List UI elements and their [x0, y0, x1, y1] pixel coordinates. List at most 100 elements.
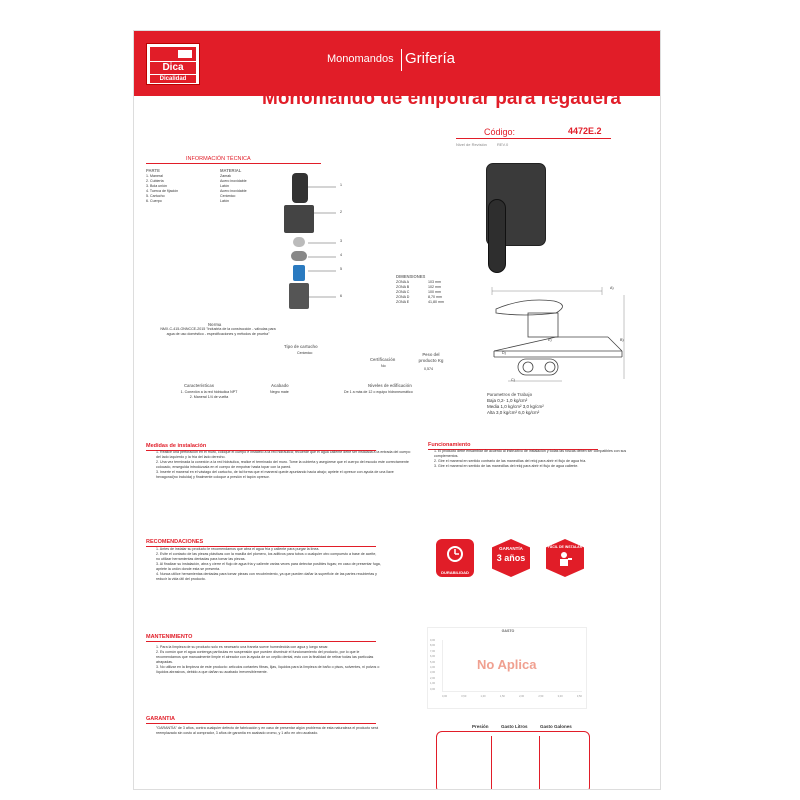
- nav-griferia[interactable]: Grifería: [405, 50, 456, 67]
- funcionamiento-item: 3. Gire el maneral en sentido de las man…: [434, 464, 579, 468]
- garantia-badge-years: 3 años: [496, 553, 526, 563]
- part-material: Acero inoxidable: [220, 179, 247, 183]
- dimension-value: 41,80 mm: [428, 300, 444, 304]
- tabla-header-galones: Gasto Galones: [540, 724, 572, 729]
- code-divider: [456, 138, 611, 139]
- caracteristica-item: 1. Conexión a la red hidráulica NPT: [180, 390, 238, 394]
- x-tick: 3,00: [557, 695, 563, 698]
- caracteristica-item: 2. Maneral 1/4 de vuelta: [189, 395, 229, 399]
- logo-sub: Dicalidad: [150, 75, 196, 83]
- mantenimiento-divider: [146, 641, 376, 642]
- y-tick: 6,00: [430, 655, 436, 659]
- garantia-badge-top: GARANTÍA: [499, 546, 523, 551]
- drawing-label-b: B): [620, 338, 624, 342]
- x-tick: 0,50: [461, 695, 467, 698]
- dimension-zone: ZONA C: [396, 290, 410, 294]
- norma-label: Norma: [208, 322, 222, 327]
- recomendaciones-divider: [146, 546, 376, 547]
- drawing-label-d: D): [502, 351, 506, 355]
- recomendacion-item: 4. Nunca utilice herramientas dentadas p…: [156, 572, 377, 581]
- gasto-table: [436, 731, 590, 789]
- facil-instalar-badge: FÁCIL DE INSTALAR: [546, 539, 584, 577]
- instalacion-divider: [146, 450, 376, 451]
- dimension-value: 8,70 mm: [428, 295, 442, 299]
- x-tick: 2,00: [519, 695, 525, 698]
- certificacion-value: No: [381, 364, 386, 368]
- funcionamiento-list: 1. El producto debe ensamblar de acuerdo…: [434, 449, 634, 469]
- x-tick: 0,00: [442, 695, 448, 698]
- callout-2: 2: [340, 210, 342, 214]
- cubierta-part: [284, 205, 314, 233]
- funcionamiento-heading: Funcionamiento: [428, 442, 471, 448]
- mantenimiento-item: 3. No utilizar en la limpieza de este pr…: [156, 665, 380, 674]
- nav-monomandos[interactable]: Monomandos: [327, 53, 394, 65]
- cartucho-part: [293, 265, 305, 281]
- callout-lines: [308, 186, 336, 298]
- spec-sheet: Dica Dicalidad Monomandos Grifería Monom…: [133, 30, 661, 790]
- callout-4: 4: [340, 253, 342, 257]
- certificacion-label: Certificación: [370, 357, 396, 362]
- part-material: Zamak: [220, 174, 231, 178]
- callout-5: 5: [340, 267, 342, 271]
- dimension-zone: ZONA A: [396, 280, 409, 284]
- x-tick: 1,00: [480, 695, 486, 698]
- table-column-divider: [539, 736, 540, 789]
- funcionamiento-item: 2. Gire el maneral en sentido contrario …: [434, 459, 587, 463]
- drawing-label-a: A): [610, 286, 614, 290]
- part-name: 3. Bola unión: [146, 184, 167, 188]
- acabado-value: Negro mate: [270, 390, 289, 394]
- instalacion-item: 3. Inserte el maneral en el vástago del …: [156, 470, 394, 479]
- dica-logo: Dica Dicalidad: [146, 43, 200, 85]
- product-lever: [488, 199, 506, 273]
- dimension-value: 103 mm: [428, 280, 441, 284]
- y-tick: 4,00: [430, 666, 436, 670]
- tabla-header-litros: Gasto Litros: [501, 724, 528, 729]
- peso-value: 0,574: [424, 367, 433, 371]
- part-column-header: PARTE: [146, 168, 160, 173]
- acabado-label: Acabado: [271, 383, 289, 388]
- materials-list: Zamak Acero inoxidable Latón Acero inoxi…: [220, 174, 247, 204]
- no-aplica-overlay: No Aplica: [477, 657, 537, 672]
- part-name: 4. Tuerca de fijación: [146, 189, 179, 193]
- dimension-zone: ZONA D: [396, 295, 410, 299]
- recomendacion-item: 1. Antes de instalar su producto le reco…: [156, 547, 320, 551]
- x-axis-ticks: 0,00 0,50 1,00 1,50 2,00 2,50 3,00 3,50: [442, 694, 582, 699]
- recomendaciones-heading: RECOMENDACIONES: [146, 539, 204, 545]
- y-tick: 2,00: [430, 676, 436, 680]
- garantia-heading: GARANTIA: [146, 716, 176, 722]
- parts-list: 1. Maneral 2. Cubierta 3. Bola unión 4. …: [146, 174, 178, 204]
- instalacion-heading: Medidas de instalación: [146, 443, 207, 449]
- callout-3: 3: [340, 239, 342, 243]
- part-name: 6. Cuerpo: [146, 199, 162, 203]
- part-name: 2. Cubierta: [146, 179, 164, 183]
- part-material: Cerámico: [220, 194, 236, 198]
- logo-mark: [150, 47, 196, 61]
- y-tick: 7,00: [430, 649, 436, 653]
- revision-value: REV.0: [497, 142, 509, 147]
- tabla-header-presion: Presión: [472, 724, 489, 729]
- y-tick: 5,00: [430, 660, 436, 664]
- garantia-badge: GARANTÍA 3 años: [492, 539, 530, 577]
- caracteristicas-list: 1. Conexión a la red hidráulica NPT 2. M…: [164, 390, 254, 400]
- mantenimiento-item: 1. Para la limpieza de su producto solo …: [156, 645, 329, 649]
- revision-label: Nivel de Revisión: [456, 142, 487, 147]
- dimensions-title: DIMENSIONES: [396, 274, 426, 279]
- y-axis-ticks: 9,00 8,00 7,00 6,00 5,00 4,00 3,00 2,00 …: [430, 638, 435, 692]
- chart-title: GASTO: [501, 629, 515, 633]
- dimension-zones: ZONA A ZONA B ZONA C ZONA D ZONA E: [396, 280, 409, 305]
- dimension-drawing: [491, 287, 625, 382]
- y-tick: 8,00: [430, 644, 436, 648]
- instalacion-list: 1. Realice una perforación en el muro, c…: [156, 450, 411, 480]
- instalacion-item: 1. Realice una perforación en el muro, c…: [156, 450, 411, 459]
- y-tick: 0,00: [430, 687, 436, 691]
- part-material: Latón: [220, 199, 229, 203]
- edificacion-label: Niveles de edificación: [368, 383, 412, 388]
- parametros-list: Baja 0,2- 1,0 kg/cm² Media 1,0 kg/cm² 3,…: [487, 398, 547, 416]
- recomendacion-item: 2. Evite el contacto de las piezas plást…: [156, 552, 377, 561]
- peso-label: Peso del producto Kg: [418, 352, 444, 363]
- logo-name: Dica: [150, 62, 196, 74]
- x-tick: 2,50: [538, 695, 544, 698]
- durabilidad-text: DURABILIDAD: [441, 570, 469, 575]
- mantenimiento-list: 1. Para la limpieza de su producto solo …: [156, 645, 381, 675]
- garantia-divider: [146, 723, 376, 724]
